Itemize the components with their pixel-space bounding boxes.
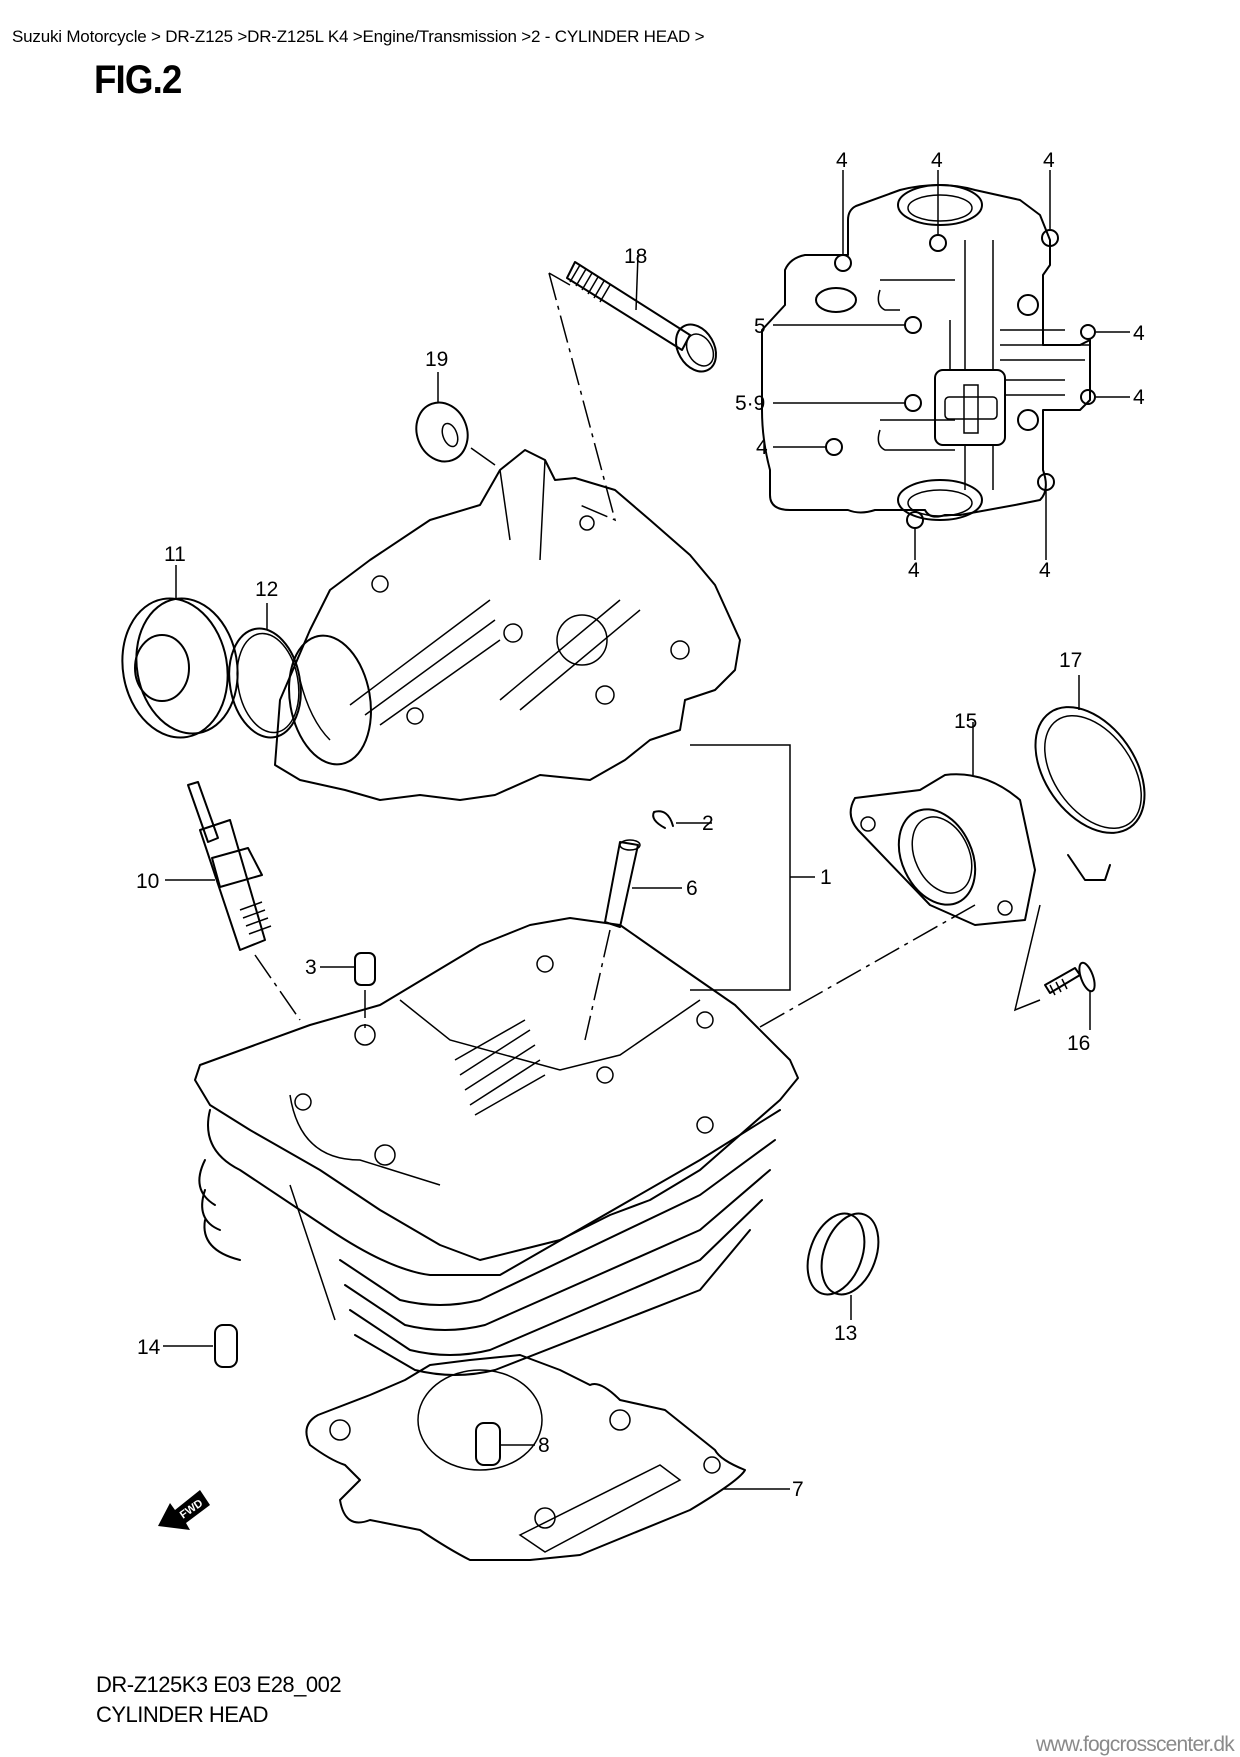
callout-11[interactable]: 11 [164,543,186,566]
figure-title: FIG.2 [94,58,182,102]
part-6-valve-guide[interactable] [604,839,682,928]
watermark: www.fogcrosscenter.dk [1036,1733,1235,1756]
callout-7[interactable]: 7 [792,1478,804,1501]
part-17-clamp[interactable] [1013,675,1167,881]
part-6-leader-dash [584,929,611,1041]
callout-1[interactable]: 1 [820,866,832,889]
part-7-gasket[interactable] [305,1354,790,1561]
callout-8[interactable]: 8 [538,1434,550,1457]
part-18-leader-dash [548,272,617,522]
fwd-arrow-icon: FWD [158,1490,210,1530]
breadcrumb-text[interactable]: Suzuki Motorcycle > DR-Z125 >DR-Z125L K4… [12,27,705,46]
callout-15[interactable]: 15 [954,710,977,733]
part-12-o-ring[interactable] [221,603,309,743]
callout-16[interactable]: 16 [1067,1032,1090,1055]
callout-5-9[interactable]: 5·9 [735,392,765,415]
part-1-cylinder-head-lower[interactable] [194,917,799,1376]
callout-4[interactable]: 4 [908,559,920,582]
part-10-spark-plug[interactable] [165,781,272,951]
part-11-cap[interactable] [112,565,248,746]
part-3-dowel[interactable] [320,952,376,1030]
leaders-head-view [773,170,1130,560]
breadcrumb: Suzuki Motorcycle > DR-Z125 >DR-Z125L K4… [12,27,705,47]
callout-4[interactable]: 4 [1043,149,1055,172]
part-18-bolt[interactable] [566,254,724,379]
callout-5[interactable]: 5 [754,315,766,338]
callout-4[interactable]: 4 [1133,322,1145,345]
callout-4[interactable]: 4 [931,149,943,172]
part-1-bracket [690,744,815,991]
diagram-name: CYLINDER HEAD [96,1702,268,1727]
callout-18[interactable]: 18 [624,245,647,268]
callout-13[interactable]: 13 [834,1322,857,1345]
head-underside-view [761,184,1096,529]
callout-10[interactable]: 10 [136,870,159,893]
callout-6[interactable]: 6 [686,877,698,900]
part-19-nut[interactable] [408,372,496,469]
part-15-intake-pipe[interactable] [849,722,1036,926]
part-10-leader-dash [254,954,301,1021]
callout-14[interactable]: 14 [137,1336,161,1359]
part-8-dowel[interactable] [475,1422,535,1466]
callout-4[interactable]: 4 [836,149,848,172]
callout-3[interactable]: 3 [305,956,317,979]
callout-2[interactable]: 2 [702,812,714,835]
callout-17[interactable]: 17 [1059,649,1082,672]
diagram-code: DR-Z125K3 E03 E28_002 [96,1672,342,1697]
part-2-clip[interactable] [652,810,712,829]
callout-19[interactable]: 19 [425,348,448,371]
callout-labels: 4 4 4 5 5·9 4 4 4 4 4 18 19 11 12 2 6 1 … [136,149,1145,1501]
callout-4[interactable]: 4 [1133,386,1145,409]
callout-4[interactable]: 4 [1039,559,1051,582]
part-13-plug[interactable] [797,1206,889,1320]
callout-12[interactable]: 12 [255,578,278,601]
part-15-leader-dash [759,904,976,1028]
part-14-dowel[interactable] [163,1324,238,1368]
part-1-cylinder-head-upper[interactable] [274,449,741,801]
part-16-screw[interactable] [1013,904,1098,1030]
callout-4[interactable]: 4 [756,436,768,459]
